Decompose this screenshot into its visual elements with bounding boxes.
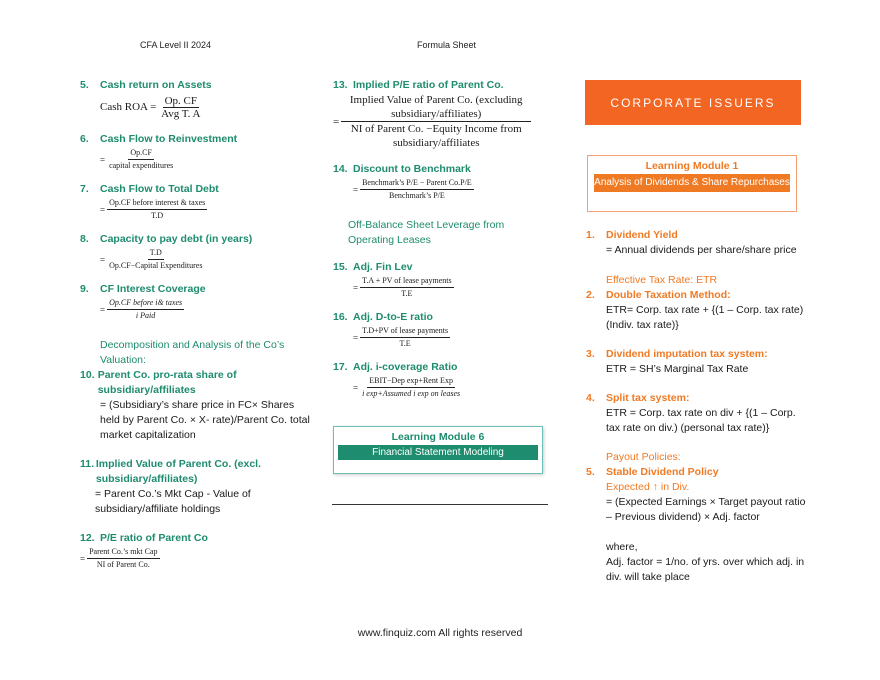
formula-implied-pe-parent: 13.Implied P/E ratio of Parent Co. = Imp… (333, 78, 548, 150)
formula-adj-i-coverage: 17.Adj. i-coverage Ratio =EBIT−Dep exp+R… (333, 361, 461, 398)
formula-title: Discount to Benchmark (353, 163, 471, 175)
formula-discount-benchmark: 14.Discount to Benchmark =Benchmark’s P/… (333, 163, 474, 200)
formula-dividend-imputation: 3.Dividend imputation tax system: ETR = … (586, 348, 768, 375)
formula-stable-dividend: 5.Stable Dividend Policy Expected ↑ in D… (586, 466, 806, 583)
section-heading-etr: Effective Tax Rate: ETR (606, 274, 718, 286)
doc-title: Formula Sheet (417, 40, 477, 50)
column-1: 5.Cash return on Assets Cash ROA = Op. C… (80, 78, 310, 571)
formula-adj-fin-lev: 15.Adj. Fin Lev =T.A + PV of lease payme… (333, 261, 454, 298)
section-heading-payout: Payout Policies: (606, 451, 681, 463)
footer-copyright: www.finquiz.com All rights reserved (357, 627, 523, 639)
formula-split-tax: 4.Split tax system: ETR = Corp. tax rate… (586, 392, 796, 434)
formula-title: Implied Value of Parent Co. (excl. subsi… (95, 458, 262, 485)
formula-adj-d-to-e: 16.Adj. D-to-E ratio =T.D+PV of lease pa… (333, 311, 451, 348)
formula-cf-total-debt: 7.Cash Flow to Total Debt =Op.CF before … (80, 183, 219, 220)
divider (332, 504, 548, 505)
column-2: 13.Implied P/E ratio of Parent Co. = Imp… (333, 78, 548, 400)
section-heading-valuation: Decomposition and Analysis of the Co’s V… (100, 339, 285, 366)
formula-title: Cash Flow to Reinvestment (100, 133, 238, 145)
formula-title: Adj. i-coverage Ratio (353, 361, 458, 373)
module-title: Learning Module 1 (645, 160, 739, 172)
formula-title: Adj. D-to-E ratio (353, 311, 433, 323)
section-heading-off-balance: Off-Balance Sheet Leverage from Operatin… (348, 219, 505, 246)
formula-pro-rata-share: 10.Parent Co. pro-rata share of subsidia… (80, 369, 310, 441)
module-subtitle: Analysis of Dividends & Share Repurchase… (594, 174, 790, 192)
module-title: Learning Module 6 (391, 431, 485, 443)
doc-course-label: CFA Level II 2024 (140, 40, 212, 50)
formula-title: Dividend Yield (606, 229, 678, 241)
formula-title: Double Taxation Method: (606, 289, 731, 301)
formula-title: Split tax system: (606, 392, 690, 404)
formula-title: Cash Flow to Total Debt (100, 183, 219, 195)
module-subtitle: Financial Statement Modeling (338, 445, 538, 460)
corporate-issuers-banner: CORPORATE ISSUERS (585, 80, 801, 125)
learning-module-6-box: Learning Module 6 Financial Statement Mo… (333, 426, 543, 474)
formula-title: Implied P/E ratio of Parent Co. (353, 79, 504, 91)
formula-title: Stable Dividend Policy (606, 466, 719, 478)
formula-title: Cash return on Assets (100, 79, 212, 91)
formula-title: Dividend imputation tax system: (606, 348, 768, 360)
formula-implied-value-parent: 11.Implied Value of Parent Co. (excl. su… (80, 457, 310, 517)
fraction: Implied Value of Parent Co. (excluding s… (341, 93, 532, 150)
formula-title: P/E ratio of Parent Co (100, 532, 208, 544)
formula-title: CF Interest Coverage (100, 283, 206, 295)
formula-cf-interest-coverage: 9.CF Interest Coverage =Op.CF before i& … (80, 283, 206, 320)
formula-double-taxation: 2.Double Taxation Method: ETR= Corp. tax… (586, 289, 804, 331)
formula-dividend-yield: 1.Dividend Yield = Annual dividends per … (586, 229, 797, 256)
formula-title: Parent Co. pro-rata share of subsidiary/… (97, 369, 237, 396)
column-3: 1.Dividend Yield = Annual dividends per … (586, 228, 806, 585)
learning-module-1-box: Learning Module 1 Analysis of Dividends … (587, 155, 797, 212)
formula-cash-roa: 5.Cash return on Assets Cash ROA = Op. C… (80, 79, 212, 120)
formula-title: Capacity to pay debt (in years) (100, 233, 253, 245)
formula-title: Adj. Fin Lev (353, 261, 413, 273)
formula-pe-parent: 12.P/E ratio of Parent Co =Parent Co.’s … (80, 532, 208, 569)
